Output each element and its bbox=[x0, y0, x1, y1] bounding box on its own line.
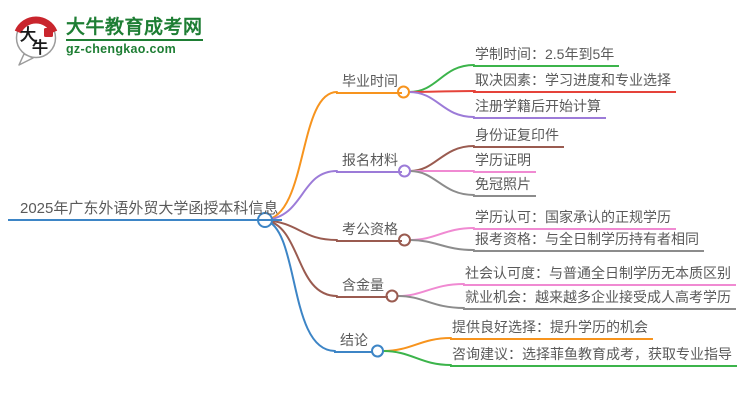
child-line bbox=[409, 227, 475, 241]
logo-text-block: 大牛教育成考网 gz-chengkao.com bbox=[66, 13, 203, 56]
branch-line-graduation-time bbox=[264, 91, 338, 221]
child-consultation-advice[interactable]: 咨询建议：选择菲鱼教育成考，获取专业指导 bbox=[450, 346, 737, 367]
node-circle-conclusion[interactable] bbox=[371, 344, 384, 358]
logo-char-niu: 牛 bbox=[32, 38, 48, 57]
branch-graduation-time[interactable]: 毕业时间 bbox=[336, 73, 402, 94]
branch-conclusion[interactable]: 结论 bbox=[334, 332, 372, 353]
branch-line-registration-materials bbox=[264, 170, 338, 221]
child-good-choice[interactable]: 提供良好选择：提升学历的机会 bbox=[450, 319, 653, 340]
logo-char-da: 大 bbox=[20, 25, 36, 44]
branch-value[interactable]: 含金量 bbox=[336, 277, 388, 298]
child-deciding-factors[interactable]: 取决因素：学习进度和专业选择 bbox=[473, 72, 676, 93]
child-line bbox=[409, 239, 475, 251]
child-count-from-enrollment[interactable]: 注册学籍后开始计算 bbox=[473, 98, 606, 119]
child-application-eligibility[interactable]: 报考资格：与全日制学历持有者相同 bbox=[473, 231, 704, 252]
child-education-proof[interactable]: 学历证明 bbox=[473, 152, 536, 173]
branch-line-conclusion bbox=[264, 219, 336, 352]
branch-registration-materials[interactable]: 报名材料 bbox=[336, 152, 402, 173]
branch-civil-exam-eligibility[interactable]: 考公资格 bbox=[336, 221, 402, 242]
child-line bbox=[397, 295, 465, 309]
daniu-logo-icon: 大 牛 bbox=[14, 16, 58, 66]
child-line bbox=[408, 90, 476, 93]
central-topic[interactable]: 2025年广东外语外贸大学函授本科信息 bbox=[8, 200, 283, 221]
child-social-recognition[interactable]: 社会认可度：与普通全日制学历无本质区别 bbox=[463, 265, 736, 286]
branch-line-civil-exam-eligibility bbox=[264, 219, 338, 241]
site-url: gz-chengkao.com bbox=[66, 42, 177, 56]
child-study-duration[interactable]: 学制时间：2.5年到5年 bbox=[473, 46, 620, 67]
child-line bbox=[382, 350, 452, 366]
logo-divider bbox=[66, 39, 203, 41]
child-line bbox=[382, 337, 452, 352]
site-logo[interactable]: 大 牛 大牛教育成考网 gz-chengkao.com bbox=[12, 13, 203, 67]
child-job-opportunities[interactable]: 就业机会：越来越多企业接受成人高考学历 bbox=[463, 289, 736, 310]
child-line bbox=[409, 170, 475, 196]
branch-line-value bbox=[264, 219, 338, 297]
node-circle-value[interactable] bbox=[385, 289, 399, 303]
child-line bbox=[408, 64, 475, 93]
child-degree-recognition[interactable]: 学历认可：国家承认的正规学历 bbox=[473, 209, 676, 230]
child-line bbox=[397, 283, 465, 297]
site-name: 大牛教育成考网 bbox=[66, 17, 203, 38]
child-bareheaded-photo[interactable]: 免冠照片 bbox=[473, 176, 536, 197]
child-line bbox=[408, 91, 475, 118]
child-id-copy[interactable]: 身份证复印件 bbox=[473, 127, 564, 148]
child-line bbox=[409, 145, 475, 172]
